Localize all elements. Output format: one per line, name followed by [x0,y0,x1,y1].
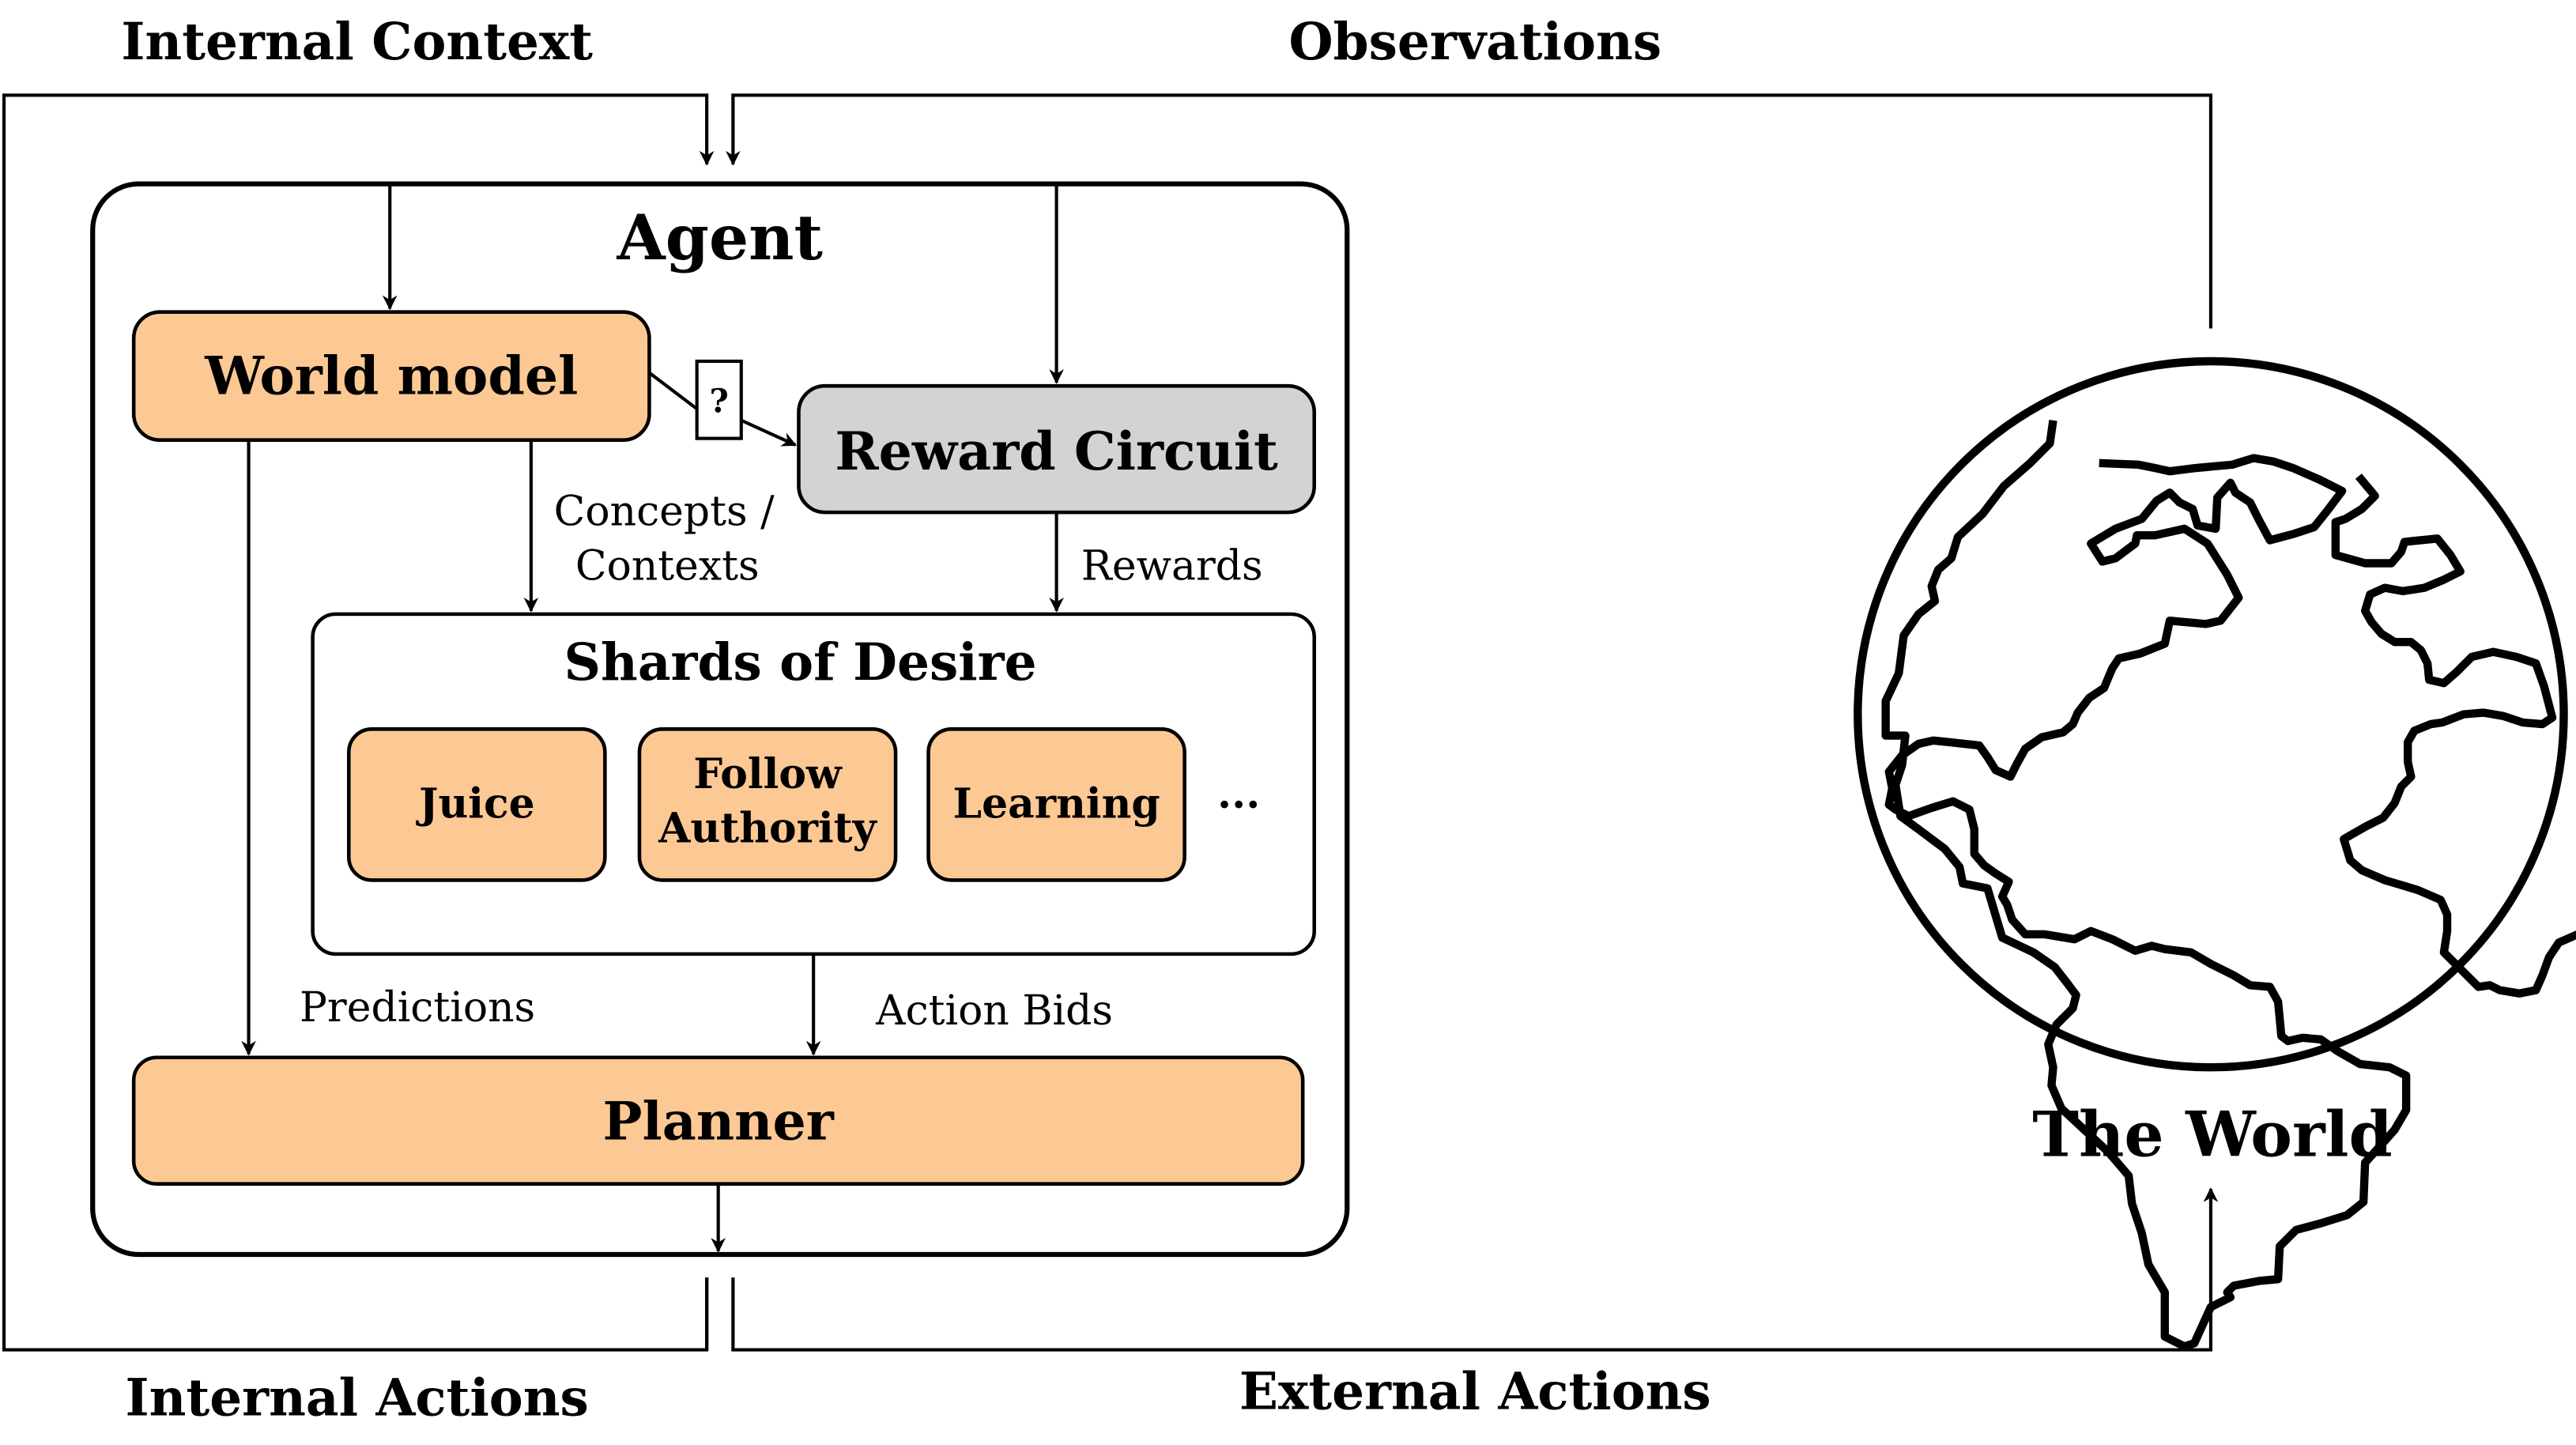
concepts-label-line2: Contexts [575,542,760,590]
internal-actions-to-context-path [2,93,715,1352]
shard-box[interactable] [926,727,1186,882]
observations-label: Observations [1289,13,1662,72]
shard-label: Juice [416,779,535,828]
shard-label-line2: Authority [658,805,877,853]
rewards-label: Rewards [1081,542,1263,590]
shards-title: Shards of Desire [564,633,1037,692]
internal-actions-label: Internal Actions [126,1369,589,1428]
external-actions-label: External Actions [1239,1362,1711,1421]
world-label: The World [2032,1097,2392,1171]
internal-context-label: Internal Context [121,13,593,72]
predictions-label: Predictions [300,984,535,1032]
shard-box[interactable] [347,727,607,882]
globe-icon [1854,357,2576,1351]
reward-circuit-label: Reward Circuit [835,421,1278,482]
observations-path [726,93,2213,329]
more-shards-ellipsis: ... [1217,770,1260,818]
concepts-label-line1: Concepts / [554,489,775,536]
external-actions-path [731,1187,2219,1352]
shard-box[interactable] [637,727,898,882]
agent-container [90,181,1350,1258]
unknown-link-label: ? [710,381,729,420]
world-model-box[interactable] [131,310,651,442]
action-bids-label: Action Bids [875,987,1113,1035]
external-loop [726,93,2219,1352]
unknown-link-box [695,359,743,440]
shard-juice[interactable]: Juice [347,727,607,882]
agent-title: Agent [617,201,824,274]
shard-learning[interactable]: Learning [926,727,1186,882]
internal-loop [2,93,715,1352]
shard-label: Learning [953,779,1160,828]
world-model-label: World model [204,345,578,407]
world-model-to-question-line [648,371,698,410]
planner-label: Planner [603,1091,835,1153]
shard-label-line1: Follow [693,750,843,798]
shard-follow-authority[interactable]: Follow Authority [637,727,898,882]
question-to-reward-arrow [740,418,798,447]
